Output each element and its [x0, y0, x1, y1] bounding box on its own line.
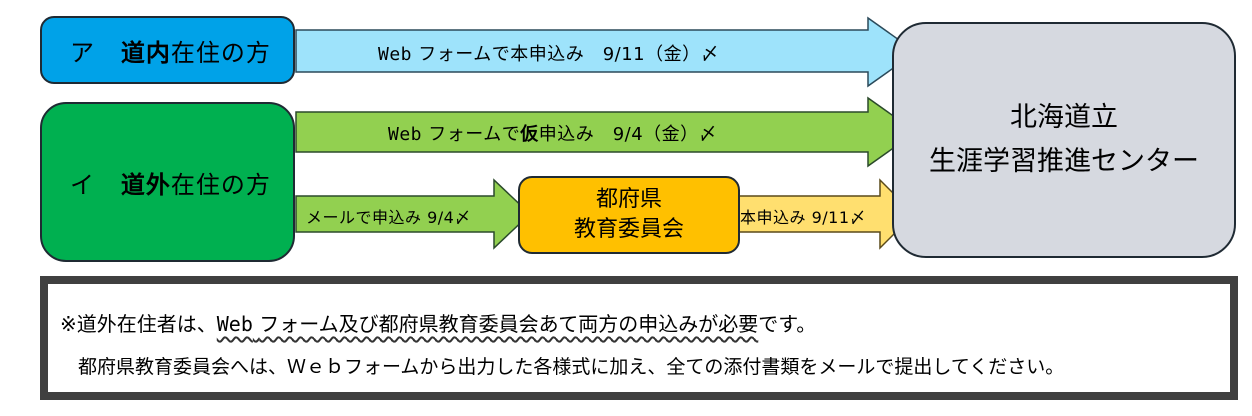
arrow-label-bold: 仮: [520, 124, 539, 145]
source-prefix: イ: [70, 170, 95, 199]
center-label: 北海道立 生涯学習推進センター: [929, 96, 1199, 184]
board-label: 都府県 教育委員会: [574, 185, 684, 245]
board-line1: 都府県: [595, 187, 662, 212]
note-prefix: ※道外在住者は、: [60, 312, 217, 336]
note-line1: ※道外在住者は、Web フォーム及び都府県教育委員会あて両方の申込みが必要です。: [60, 308, 816, 337]
note-emphasis: Web フォーム及び都府県教育委員会あて両方の申込みが必要: [217, 312, 758, 336]
note-suffix: です。: [758, 312, 817, 336]
arrow-i-mail: [295, 178, 532, 250]
center-box: 北海道立 生涯学習推進センター: [892, 22, 1236, 258]
note-emph-body: フォーム及び都府県教育委員会あて両方の申込みが必要: [259, 312, 759, 336]
note-emph-lead: Web: [216, 312, 253, 336]
note-line2: 都府県教育委員会へは、Ｗｅｂフォームから出力した各様式に加え、全ての添付書類をメ…: [78, 356, 1065, 378]
arrow-board-out-label: 本申込み 9/11〆: [740, 208, 867, 227]
arrow-i-mail-label: メールで申込み 9/4〆: [306, 208, 471, 227]
source-rest: 在住の方: [170, 170, 271, 199]
source-box-hokkaido: ア 道内在住の方: [40, 16, 295, 84]
center-line1: 北海道立: [1010, 102, 1118, 133]
source-label-hokkaido: ア 道内在住の方: [42, 33, 271, 68]
source-emph: 道内: [120, 38, 171, 67]
source-rest: 在住の方: [170, 38, 271, 67]
arrow-a-web-label: Web フォームで本申込み 9/11（金）〆: [378, 40, 719, 66]
note-box: ※道外在住者は、Web フォーム及び都府県教育委員会あて両方の申込みが必要です。…: [40, 276, 1238, 400]
arrow-label-lead: Web: [388, 124, 423, 145]
arrow-i-web-label: Web フォームで仮申込み 9/4（金）〆: [388, 120, 717, 146]
center-line2: 生涯学習推進センター: [929, 146, 1199, 177]
arrow-label-lead: Web: [378, 44, 413, 65]
arrow-label-body: 申込み 9/4（金）〆: [538, 124, 718, 145]
board-box: 都府県 教育委員会: [518, 176, 740, 254]
board-line2: 教育委員会: [573, 217, 684, 242]
source-emph: 道外: [120, 170, 171, 199]
source-prefix: ア: [70, 38, 95, 67]
source-label-outside: イ 道外在住の方: [42, 165, 271, 200]
arrow-label-mid: フォームで: [428, 124, 521, 145]
arrow-label-body: フォームで本申込み 9/11（金）〆: [418, 44, 720, 65]
source-box-outside: イ 道外在住の方: [40, 102, 295, 262]
